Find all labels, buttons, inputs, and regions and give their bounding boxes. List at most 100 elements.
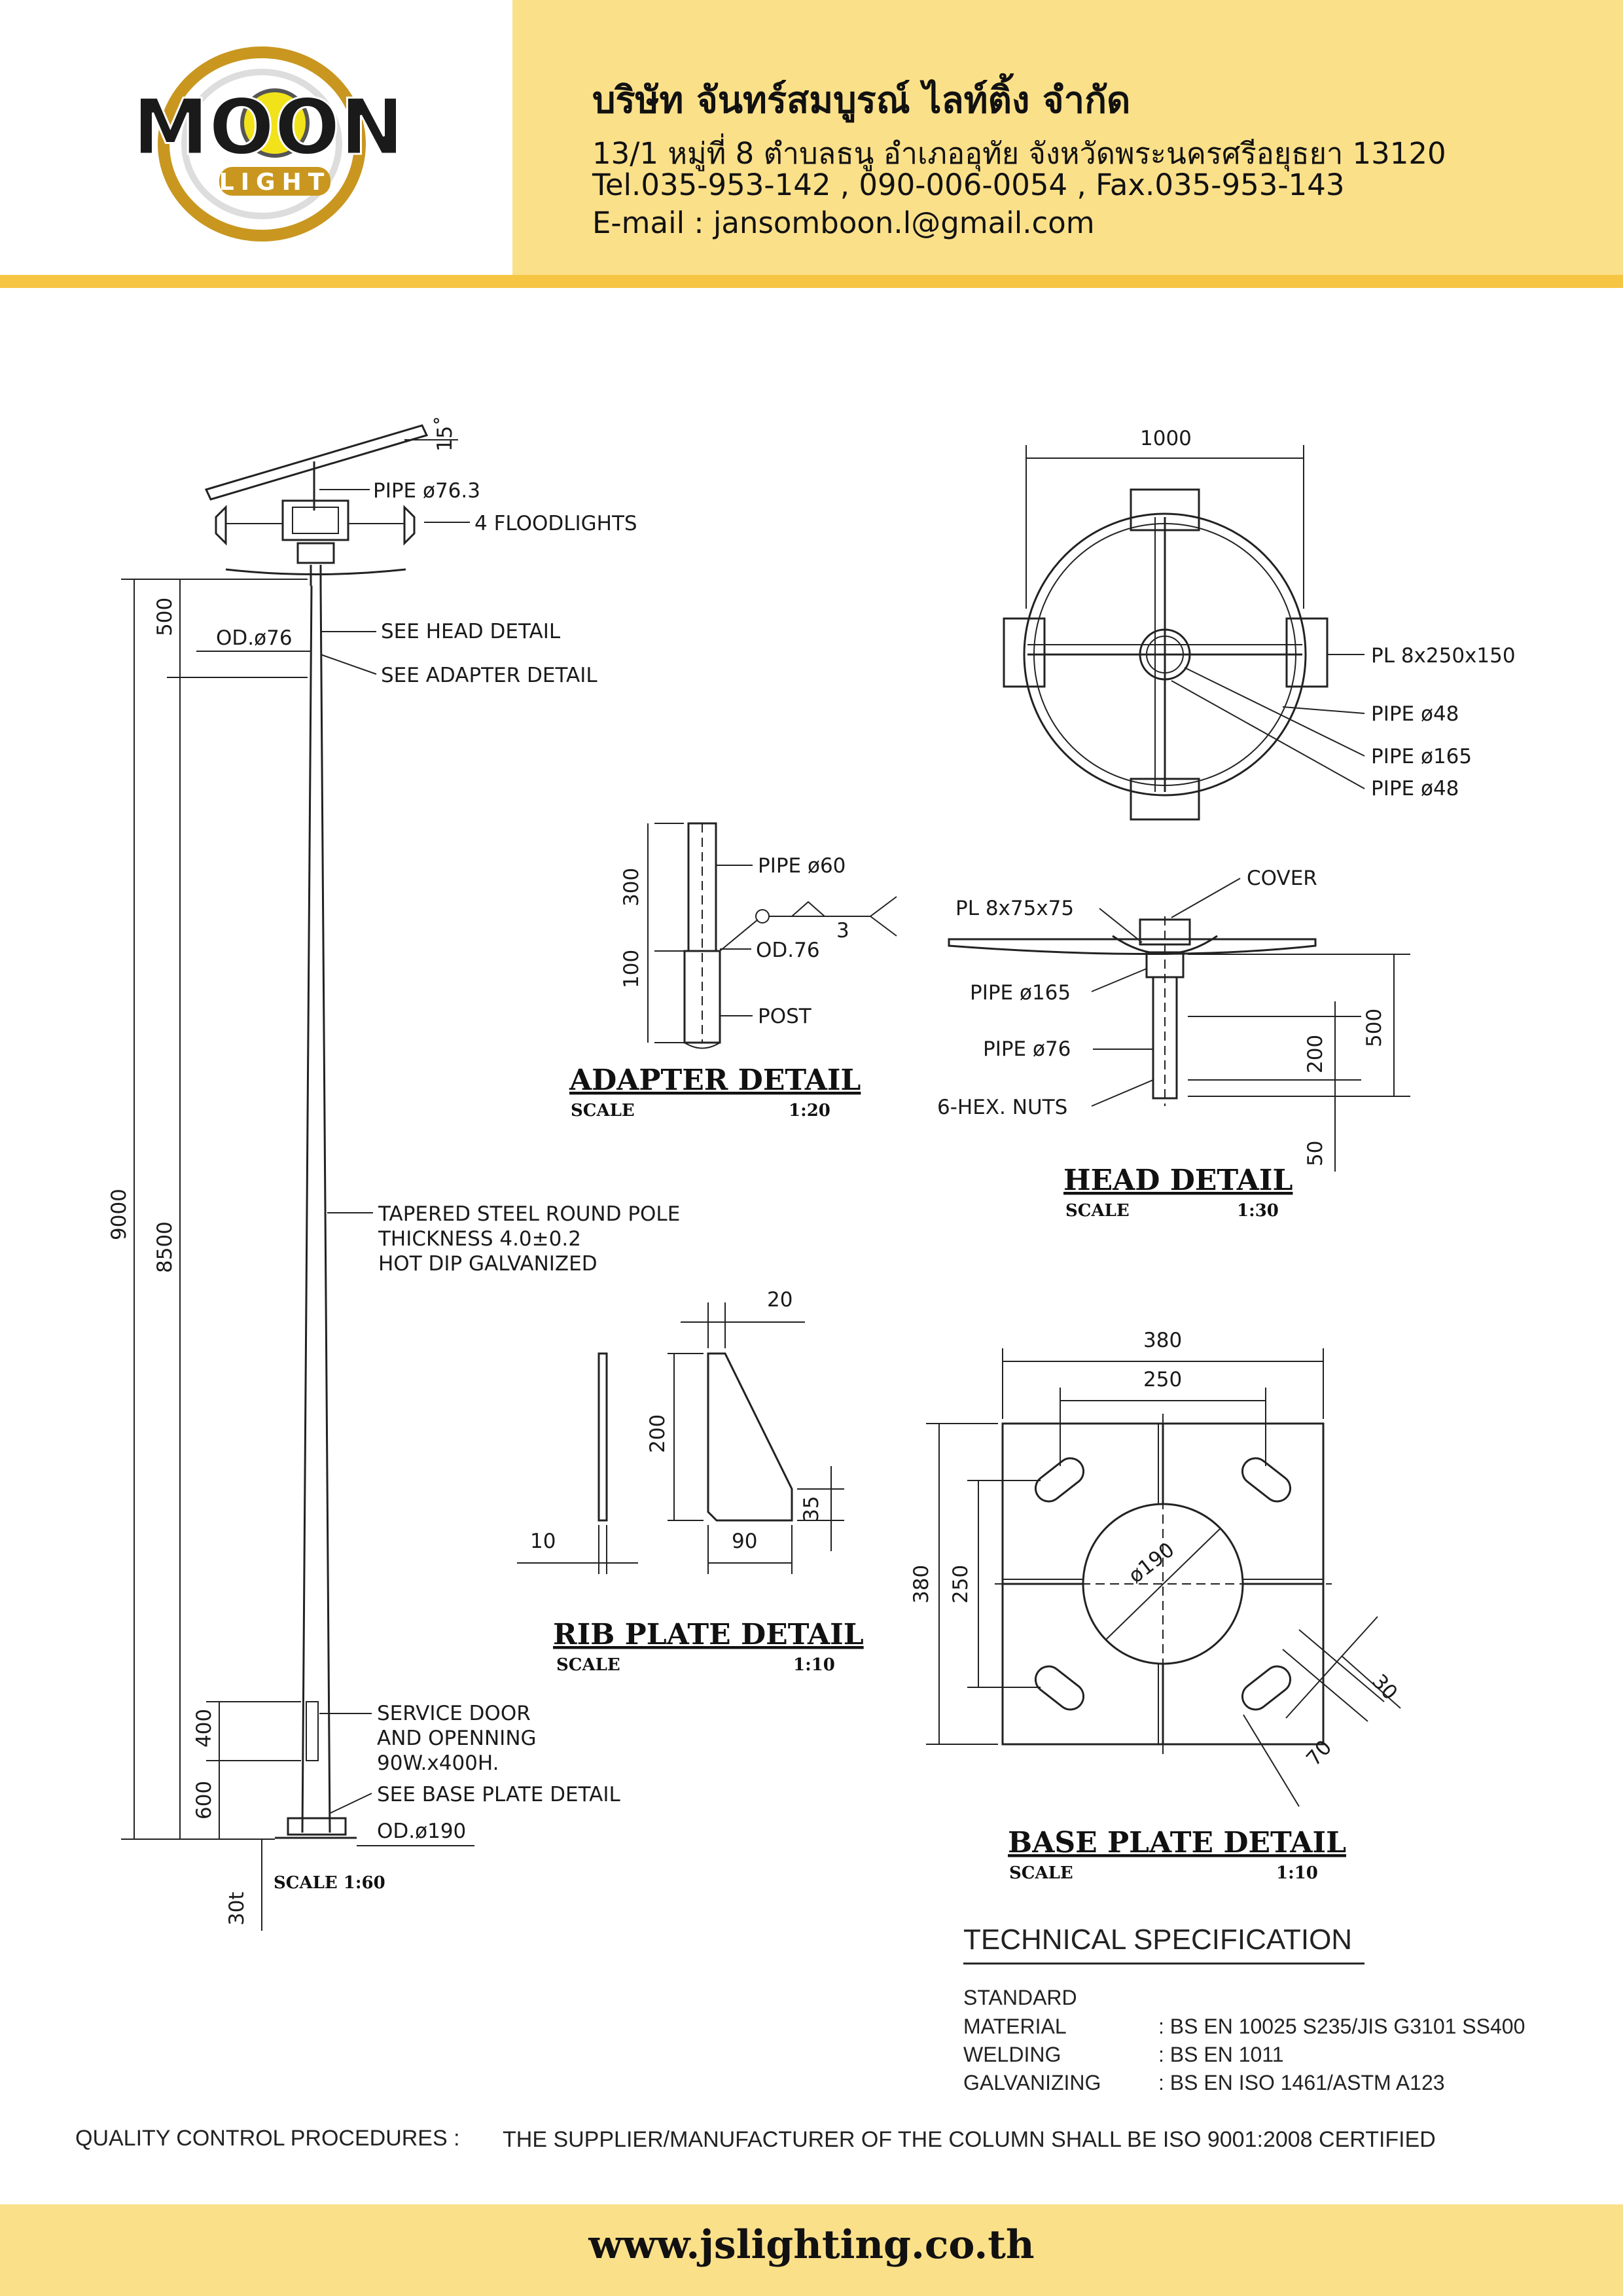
- dim-door-base: 600: [192, 1781, 216, 1820]
- head-plate: [225, 568, 406, 575]
- base-title: BASE PLATE DETAIL: [1008, 1826, 1346, 1859]
- head-cover-leader: [1171, 878, 1241, 918]
- plan-pipe48a-label: PIPE ø48: [1371, 702, 1459, 726]
- see-base-leader: [330, 1793, 372, 1814]
- spec-row-label: MATERIAL: [963, 2015, 1067, 2038]
- rib-scale-value: 1:10: [793, 1655, 835, 1675]
- moon-light-logo: MOON LIGHT: [141, 46, 396, 242]
- weld-tail-2: [870, 916, 897, 937]
- head-nuts-label: 6-HEX. NUTS: [937, 1096, 1067, 1119]
- base-dia-line: [1105, 1528, 1221, 1640]
- plan-plate-top: [1130, 488, 1200, 531]
- pipe-top-label: PIPE ø76.3: [373, 479, 480, 503]
- floodlight-lens: [292, 507, 339, 534]
- base-slot-br: [1241, 1665, 1292, 1711]
- header-band: [512, 0, 1623, 275]
- plan-center-pipe: [1139, 628, 1191, 681]
- rib-scale-label: SCALE: [556, 1655, 620, 1675]
- head-scale-value: 1:30: [1237, 1201, 1279, 1221]
- spec-title: TECHNICAL SPECIFICATION: [963, 1924, 1352, 1956]
- door-label-2: AND OPENNING: [377, 1727, 537, 1750]
- adapter-weld-size: 3: [836, 919, 849, 942]
- plan-plate-bottom: [1130, 778, 1200, 821]
- rib-front-view: [707, 1352, 793, 1522]
- dim-total: 9000: [107, 1189, 131, 1240]
- od-base-label: OD.ø190: [377, 1820, 466, 1843]
- base-slot-bl: [1034, 1665, 1085, 1711]
- dim-top: 500: [153, 598, 177, 636]
- company-phone: Tel.035-953-142 , 090-006-0054 , Fax.035…: [592, 168, 1345, 202]
- pole-desc-1: TAPERED STEEL ROUND POLE: [378, 1202, 680, 1226]
- door-label-3: 90W.x400H.: [377, 1751, 499, 1775]
- logo-inner-ring: [181, 69, 342, 219]
- head-pipe76-label: PIPE ø76: [983, 1037, 1071, 1061]
- base-scale-label: SCALE: [1009, 1863, 1073, 1883]
- plan-pipe48b-leader: [1171, 680, 1365, 789]
- pole-desc-3: HOT DIP GALVANIZED: [378, 1252, 597, 1276]
- dim-shaft: 8500: [153, 1221, 177, 1273]
- pole-base: [287, 1817, 347, 1836]
- qc-label: QUALITY CONTROL PROCEDURES :: [75, 2126, 460, 2151]
- base-scale-value: 1:10: [1276, 1863, 1318, 1883]
- base-dim-30: 30: [1367, 1670, 1402, 1704]
- shaft-left: [301, 585, 313, 1833]
- pole-elevation: 15˚ PIPE ø76.3 4 FLOODLIGHTS OD.ø76 SEE …: [107, 416, 680, 1931]
- weld-tail-1: [870, 896, 897, 917]
- logo-wordmark: MOON: [141, 82, 396, 172]
- base-dim70-ext: [1243, 1714, 1300, 1807]
- adapter-break: [684, 1042, 721, 1049]
- technical-specification: TECHNICAL SPECIFICATION STANDARD MATERIA…: [963, 1924, 1525, 2094]
- header-rule: [0, 275, 1623, 288]
- pole-desc-2: THICKNESS 4.0±0.2: [378, 1227, 581, 1251]
- rib-dim-20: 20: [767, 1288, 793, 1312]
- rib-dim-10: 10: [530, 1530, 556, 1553]
- plan-pipe165-leader: [1184, 667, 1365, 757]
- rib-dim-90: 90: [732, 1530, 757, 1553]
- base-dim-380-left: 380: [910, 1565, 933, 1604]
- base-slot-tl: [1034, 1457, 1085, 1503]
- plan-center-pipe-inner: [1146, 636, 1184, 673]
- adapter-dim-100: 100: [620, 950, 643, 988]
- spec-row-label: GALVANIZING: [963, 2071, 1101, 2094]
- plan-pipe48b-label: PIPE ø48: [1371, 777, 1459, 800]
- plan-pl-label: PL 8x250x150: [1371, 644, 1516, 668]
- rib-dim-200: 200: [646, 1414, 669, 1453]
- head-collar: [296, 542, 335, 564]
- base-dim-380-top: 380: [1143, 1329, 1182, 1352]
- logo-sub-band: [219, 167, 330, 196]
- logo-bulb-icon: [240, 88, 310, 158]
- website-link[interactable]: www.jslighting.co.th: [588, 2222, 1035, 2268]
- base-dim30-ext-1: [1298, 1629, 1385, 1702]
- head-pl-leader: [1099, 908, 1143, 943]
- dim-door: 400: [192, 1709, 216, 1748]
- pole-scale: SCALE 1:60: [274, 1873, 385, 1893]
- weld-leader: [719, 919, 758, 952]
- base-plate-detail: ø190 380 250 380 250 30 70 BASE PLATE DE…: [910, 1329, 1402, 1883]
- head-dim-200: 200: [1304, 1035, 1327, 1073]
- rib-dim-35: 35: [800, 1496, 823, 1522]
- plan-plate-right: [1285, 617, 1329, 688]
- plan-pipe165-label: PIPE ø165: [1371, 745, 1472, 768]
- head-nuts-leader: [1091, 1079, 1154, 1107]
- base-dia-label: ø190: [1124, 1538, 1179, 1588]
- adapter-post-label: POST: [758, 1005, 812, 1028]
- rib-side-view: [597, 1352, 608, 1522]
- spec-row-value: : BS EN ISO 1461/ASTM A123: [1158, 2071, 1445, 2094]
- floodlights-label: 4 FLOODLIGHTS: [474, 512, 637, 535]
- floodlight-left: [215, 505, 227, 546]
- service-door: [306, 1701, 319, 1761]
- adapter-title: ADAPTER DETAIL: [569, 1064, 861, 1097]
- od-top-label: OD.ø76: [216, 626, 293, 650]
- solar-panel: [204, 424, 429, 501]
- weld-symbol-icon: [755, 909, 770, 924]
- plan-dim-1000: 1000: [1140, 427, 1192, 450]
- rib-plate-detail: 20 200 35 90 10 RIB PLATE DETAIL SCALE 1…: [517, 1288, 864, 1675]
- floodlight-front: [281, 499, 349, 541]
- base-dim-70: 70: [1302, 1736, 1336, 1770]
- plan-outer-ring: [1023, 512, 1307, 797]
- company-name: บริษัท จันทร์สมบูรณ์ ไลท์ติ้ง จำกัด: [592, 79, 1131, 122]
- spec-row-value: : BS EN 1011: [1158, 2043, 1284, 2066]
- adapter-scale-value: 1:20: [789, 1101, 830, 1121]
- head-pipe165-leader: [1091, 968, 1147, 992]
